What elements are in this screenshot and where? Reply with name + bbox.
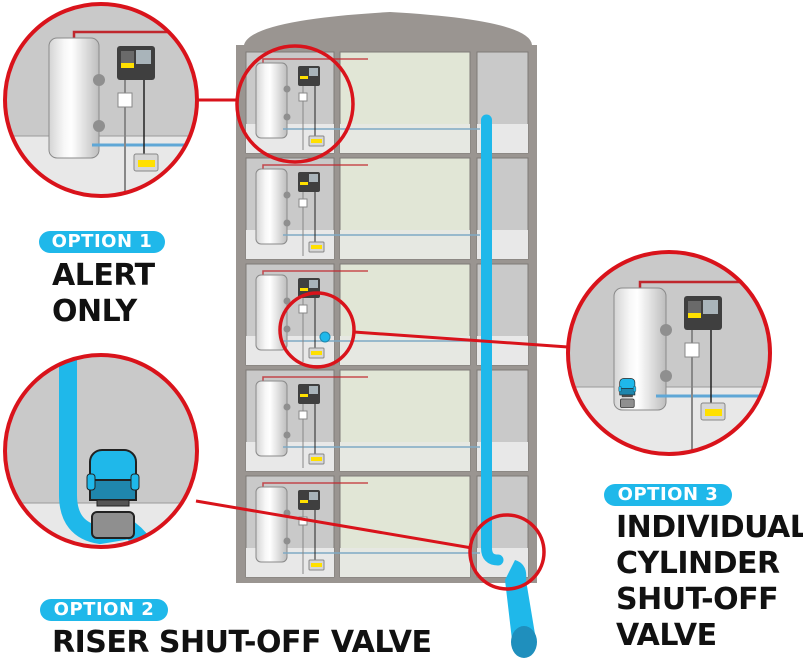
callout-option-1 [3,2,199,198]
building [236,12,537,658]
hot-pipe [262,482,368,488]
cylinder-shut-off-valve-icon [319,331,331,343]
hot-pipe [262,376,368,382]
junction-box [298,410,308,420]
highlight-circle-floor-1 [235,44,355,164]
junction-box [298,92,308,102]
hot-water-cylinder-icon [255,168,288,245]
option-3-badge: OPTION 3 [604,484,732,506]
callout-line-option-3 [353,330,569,349]
option-3-title-line: SHUT-OFF [616,582,779,617]
option-3-title-line: CYLINDER [616,546,780,581]
junction-box [298,304,308,314]
hot-water-cylinder-icon [255,62,288,139]
hot-pipe [262,164,368,170]
riser-pipe-icon [481,114,504,566]
option-2-title: RISER SHUT-OFF VALVE [52,625,432,661]
hot-pipe [72,30,197,40]
hot-water-cylinder-icon [255,486,288,563]
junction-box [117,92,133,108]
junction-box [298,198,308,208]
callout-line-option-2 [195,499,473,550]
pipe-end [511,626,537,658]
hot-water-cylinder-icon [255,380,288,457]
hot-water-cylinder-icon [48,37,100,159]
option-1-title: ALERT ONLY [52,258,155,330]
option-3-title: INDIVIDUAL CYLINDER SHUT-OFF VALVE [616,510,803,654]
option-2-badge: OPTION 2 [40,599,168,621]
option-1-title-line: ALERT [52,258,155,293]
callout-option-2 [3,353,199,549]
option-1-badge: OPTION 1 [39,231,165,253]
callout-option-3 [566,250,772,456]
option-3-title-line: VALVE [616,618,717,653]
option-1-title-line: ONLY [52,294,137,329]
highlight-circle-floor-3 [278,291,356,369]
option-3-title-line: INDIVIDUAL [616,510,803,545]
riser-outlet-pipe [505,560,536,640]
highlight-circle-riser [468,513,546,591]
shut-off-valve-icon [86,449,140,539]
hot-pipe [262,270,368,276]
cylinder-shut-off-valve-icon [618,378,637,408]
option-2-title-line: RISER SHUT-OFF VALVE [52,625,432,660]
